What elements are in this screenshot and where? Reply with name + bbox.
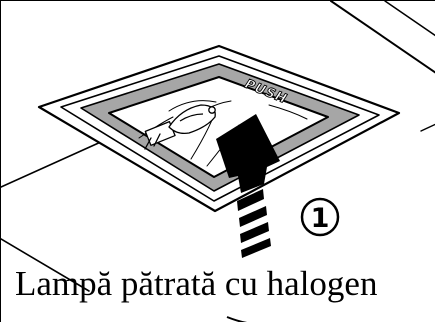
ceiling-surface-lines: [1, 1, 435, 292]
step-number-badge: 1: [300, 197, 340, 237]
push-arrow-icon: [216, 114, 280, 258]
caption-underline-mark: [226, 316, 248, 322]
step-number: 1: [311, 203, 330, 234]
lamp-caption: Lampă pătrată cu halogen: [15, 264, 378, 303]
lamp-lens: [108, 76, 329, 178]
halogen-bulb-icon: [144, 104, 216, 150]
